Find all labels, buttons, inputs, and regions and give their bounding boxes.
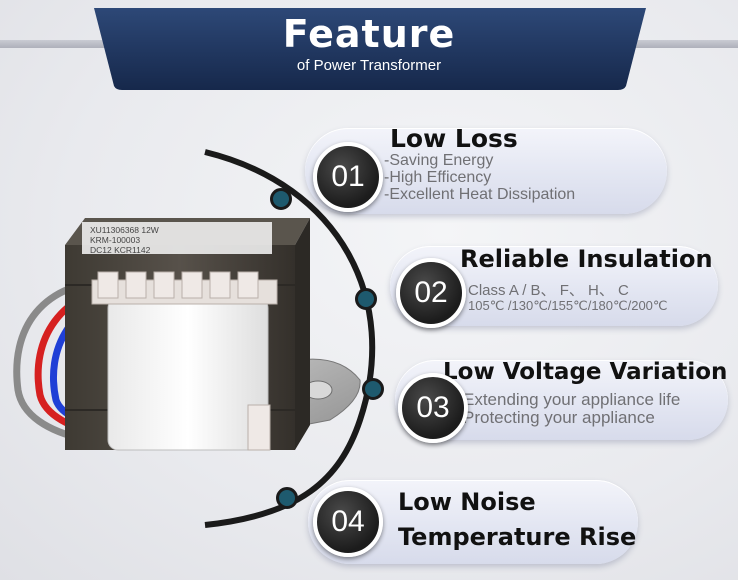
feature-01-line-3: -Excellent Heat Dissipation xyxy=(384,186,576,203)
label-line-3: DC12 KCR1142 xyxy=(90,245,151,255)
feature-01-line-2: -High Efficency xyxy=(384,169,492,186)
feature-03-connector-dot xyxy=(362,378,384,400)
label-line-1: XU11306368 12W xyxy=(90,225,159,235)
feature-02-line-1: Class A / B、 F、 H、 C xyxy=(468,282,629,299)
feature-03-line-1: Extending your appliance life xyxy=(463,390,681,409)
feature-04-number-badge: 04 xyxy=(313,487,383,557)
transformer-image: XU11306368 12W KRM-100003 DC12 KCR1142 xyxy=(13,218,361,451)
feature-03-heading: Low Voltage Variation xyxy=(443,359,728,385)
feature-04-heading-line-1: Low Noise xyxy=(398,488,536,516)
feature-02-heading: Reliable Insulation xyxy=(460,245,713,273)
feature-01-heading: Low Loss xyxy=(390,124,518,153)
banner-title: Feature xyxy=(282,12,456,56)
feature-01-connector-dot xyxy=(270,188,292,210)
feature-03-line-2: Protecting your appliance xyxy=(463,408,655,427)
label-line-2: KRM-100003 xyxy=(90,235,140,245)
feature-01-number-badge: 01 xyxy=(313,142,383,212)
feature-banner xyxy=(94,8,646,90)
feature-04-heading-line-2: Temperature Rise xyxy=(398,523,637,551)
feature-04-connector-dot xyxy=(276,487,298,509)
feature-02-line-2: 105℃ /130℃/155℃/180℃/200℃ xyxy=(468,298,668,313)
feature-02-number-badge: 02 xyxy=(396,258,466,328)
feature-02-connector-dot xyxy=(355,288,377,310)
feature-01-line-1: -Saving Energy xyxy=(384,152,494,169)
banner-subtitle: of Power Transformer xyxy=(296,57,442,74)
feature-03-number-badge: 03 xyxy=(398,373,468,443)
